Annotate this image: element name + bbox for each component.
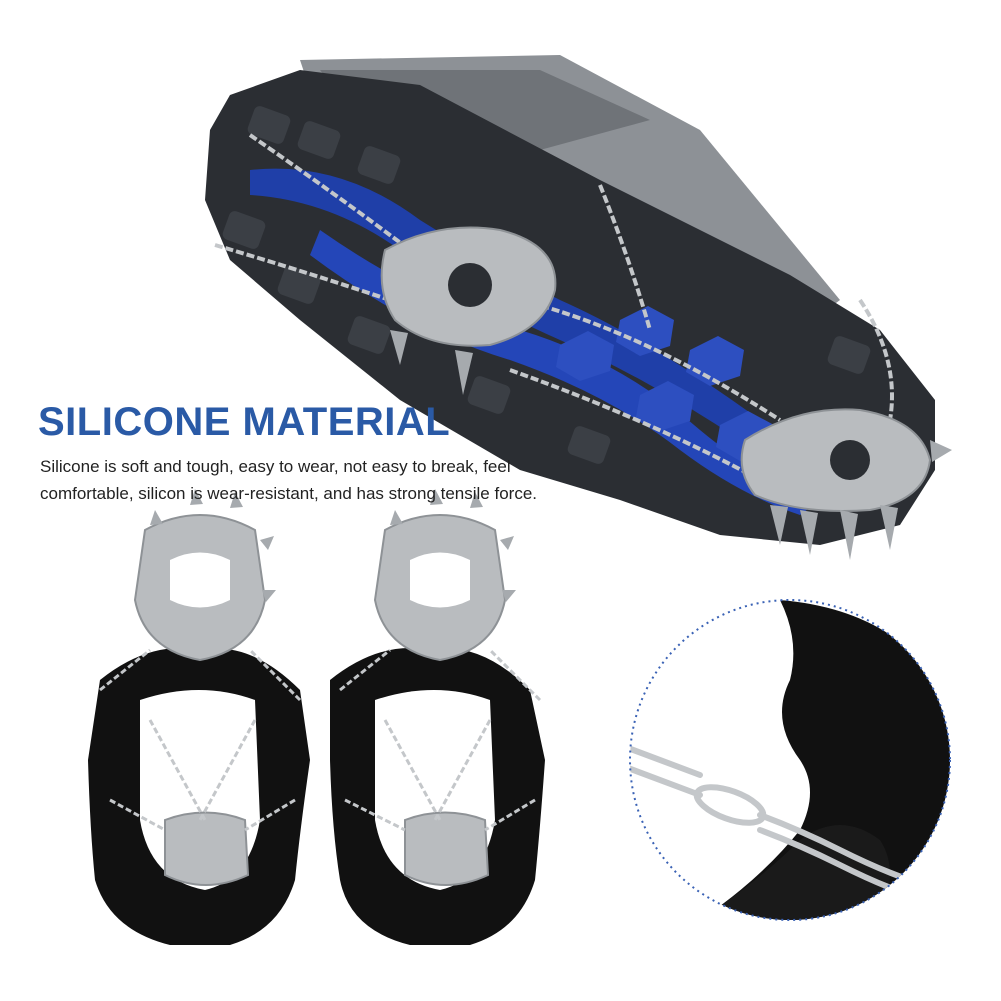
feature-title: SILICONE MATERIAL — [38, 400, 451, 444]
crampon-left — [88, 489, 310, 945]
shoe-with-crampon — [205, 55, 952, 560]
crampon-right — [330, 489, 545, 945]
feature-description: Silicone is soft and tough, easy to wear… — [40, 457, 538, 503]
silicone-detail-closeup — [629, 599, 951, 921]
